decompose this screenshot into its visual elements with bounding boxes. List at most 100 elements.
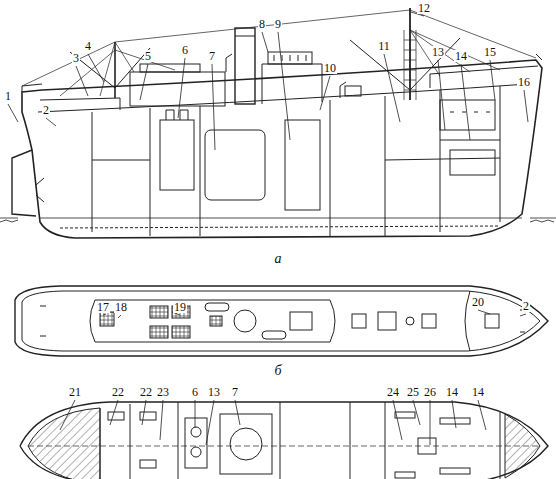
callout-number: 14 — [454, 50, 468, 62]
callout-number: 18 — [114, 301, 128, 313]
callout-number: 23 — [156, 386, 170, 398]
leader-line — [478, 400, 486, 430]
waterline — [0, 218, 556, 222]
bollards — [40, 306, 525, 336]
rigging — [22, 10, 536, 96]
bulkheads — [92, 86, 500, 236]
crew-berths — [395, 412, 415, 418]
double-bottom — [60, 226, 500, 228]
leader-line — [160, 400, 163, 440]
wheelhouse-windows — [274, 55, 306, 61]
funnel-band — [235, 36, 255, 37]
leader-line — [60, 400, 75, 430]
skylight — [150, 306, 168, 318]
callout-number: 25 — [406, 386, 420, 398]
skylight — [100, 312, 114, 326]
portholes — [450, 112, 490, 113]
table — [418, 438, 436, 454]
skylight — [150, 326, 168, 338]
callout-number: 2 — [522, 300, 530, 312]
callout-number: 6 — [181, 44, 189, 56]
leader-line — [320, 76, 330, 110]
winch-plan — [352, 314, 366, 328]
windlass — [485, 314, 499, 328]
engine-plan — [185, 418, 207, 468]
deck-plan-bulwark — [22, 291, 540, 351]
leader-line — [8, 104, 18, 122]
leader-line — [118, 315, 121, 318]
callout-number: 7 — [231, 386, 239, 398]
boiler-plan — [230, 428, 262, 460]
fore-derricks — [350, 38, 460, 90]
rudder — [12, 150, 36, 216]
forecastle — [430, 66, 538, 88]
leader-line — [140, 64, 148, 100]
engine — [160, 120, 194, 190]
hold-hatch — [285, 120, 320, 210]
propeller — [36, 178, 44, 202]
callout-number: 14 — [471, 386, 485, 398]
deck-plan-outline — [15, 286, 548, 356]
leader-line — [438, 60, 445, 130]
callout-number: 7 — [208, 50, 216, 62]
callout-number: 12 — [417, 2, 431, 14]
leader-line — [103, 314, 106, 315]
hatch — [378, 312, 396, 330]
bridge-house — [262, 64, 322, 104]
fore-hold — [450, 150, 495, 175]
view-letter: а — [274, 252, 283, 266]
callout-number: 24 — [386, 386, 400, 398]
callout-number: 4 — [84, 40, 92, 52]
hatch — [422, 314, 436, 328]
callout-number: 22 — [139, 386, 153, 398]
lower-plan-outline — [20, 402, 548, 479]
mast-plan — [406, 317, 414, 325]
leader-line — [76, 66, 88, 96]
crew-berths — [395, 472, 415, 478]
crew-quarters — [440, 100, 495, 130]
hatch — [210, 316, 222, 326]
leader-line — [393, 400, 402, 440]
main-deck — [38, 84, 528, 112]
leader-line — [478, 310, 490, 314]
callout-number: 1 — [4, 90, 12, 102]
callout-number: 15 — [483, 46, 497, 58]
leader-line — [452, 400, 456, 428]
boiler — [205, 130, 265, 200]
leader-line — [110, 400, 118, 425]
wheelhouse — [268, 52, 312, 64]
funnel-plan — [234, 310, 256, 332]
callout-number: 2 — [42, 104, 50, 116]
aft-mast-stay — [100, 42, 134, 96]
view-letter: б — [273, 364, 282, 378]
callout-number: 17 — [96, 301, 110, 313]
skylight — [172, 326, 190, 338]
cabin-fittings — [140, 460, 156, 468]
callout-number: 21 — [68, 386, 82, 398]
leader-line — [178, 58, 185, 118]
callout-number: 16 — [517, 76, 531, 88]
lower-bulkheads — [100, 402, 500, 479]
hull-profile — [22, 60, 542, 238]
callout-number: 14 — [445, 386, 459, 398]
callout-number: 13 — [431, 46, 445, 58]
callout-number: 20 — [471, 296, 485, 308]
crew-berths — [440, 468, 470, 474]
callout-number: 8 — [258, 18, 266, 30]
leader-line — [195, 400, 196, 428]
leader-line — [88, 54, 104, 82]
engine-cylinders — [166, 110, 188, 120]
boat — [262, 331, 286, 339]
leader-line — [206, 400, 214, 445]
callout-number: 9 — [274, 18, 282, 30]
stern-hatching — [28, 408, 100, 479]
leader-line — [461, 64, 470, 140]
callout-number: 5 — [144, 50, 152, 62]
boiler-plan — [220, 414, 272, 474]
leader-line — [142, 400, 146, 425]
cabin-fittings — [108, 412, 124, 420]
forecastle-plan — [465, 291, 470, 351]
